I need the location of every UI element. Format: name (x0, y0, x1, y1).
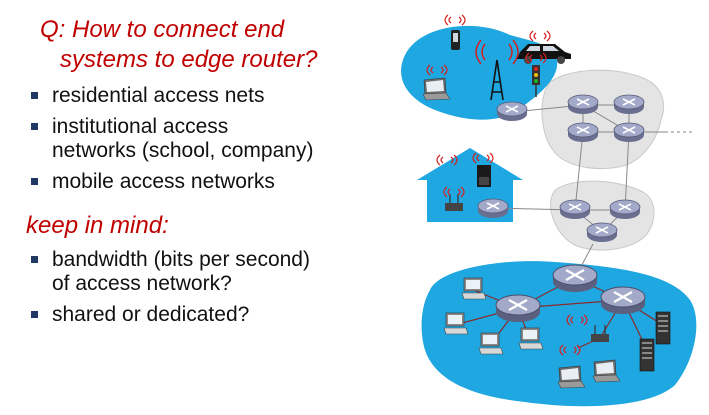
appliance-icon (477, 165, 491, 187)
access-types-list: residential access nets institutional ac… (26, 84, 386, 201)
list-item: residential access nets (26, 84, 386, 108)
keep-in-mind-heading: keep in mind: (26, 212, 169, 239)
core-router-icon (559, 199, 591, 220)
enterprise-router-icon (599, 285, 647, 316)
core-router-icon (609, 199, 641, 220)
core-network-cloud (541, 69, 665, 170)
core-router-icon (586, 222, 618, 243)
list-item-continuation: networks (school, company) (26, 139, 386, 163)
enterprise-router-icon (494, 293, 542, 324)
phone-icon (451, 30, 460, 50)
list-item-text: residential access nets (52, 84, 265, 107)
wireless-signal-icon (444, 14, 466, 26)
list-item: institutional access (26, 115, 386, 139)
edge-router-icon (496, 101, 528, 122)
network-diagram (401, 14, 697, 407)
list-item: shared or dedicated? (26, 303, 386, 327)
list-item-continuation: of access network? (26, 272, 386, 296)
core-router-icon (567, 122, 599, 143)
wireless-signal-icon (529, 30, 551, 42)
cell-tower-icon (475, 39, 519, 101)
question-line-1: Q: How to connect end (40, 16, 285, 43)
bullet-icon (31, 92, 38, 99)
question-line-2: systems to edge router? (60, 46, 318, 73)
wifi-ap-icon (445, 194, 463, 211)
list-item-text: bandwidth (bits per second) (52, 248, 310, 271)
enterprise-router-icon (551, 263, 599, 294)
server-icon (639, 338, 655, 372)
traffic-light-icon (532, 65, 540, 97)
server-icon (655, 311, 671, 345)
core-router-icon (613, 122, 645, 143)
wifi-ap-icon (591, 325, 609, 342)
list-item: mobile access networks (26, 170, 386, 194)
car-icon (517, 44, 571, 64)
list-item-text: of access network? (52, 272, 232, 295)
list-item-text: institutional access (52, 115, 229, 138)
home-router-icon (477, 198, 509, 219)
keep-in-mind-list: bandwidth (bits per second) of access ne… (26, 248, 386, 334)
core-router-icon (567, 94, 599, 115)
bullet-icon (31, 256, 38, 263)
bullet-icon (31, 311, 38, 318)
list-item-text: shared or dedicated? (52, 303, 250, 326)
list-item-text: networks (school, company) (52, 139, 314, 162)
core-router-icon (613, 94, 645, 115)
list-item: bandwidth (bits per second) (26, 248, 386, 272)
bullet-icon (31, 178, 38, 185)
list-item-text: mobile access networks (52, 170, 275, 193)
bullet-icon (31, 123, 38, 130)
